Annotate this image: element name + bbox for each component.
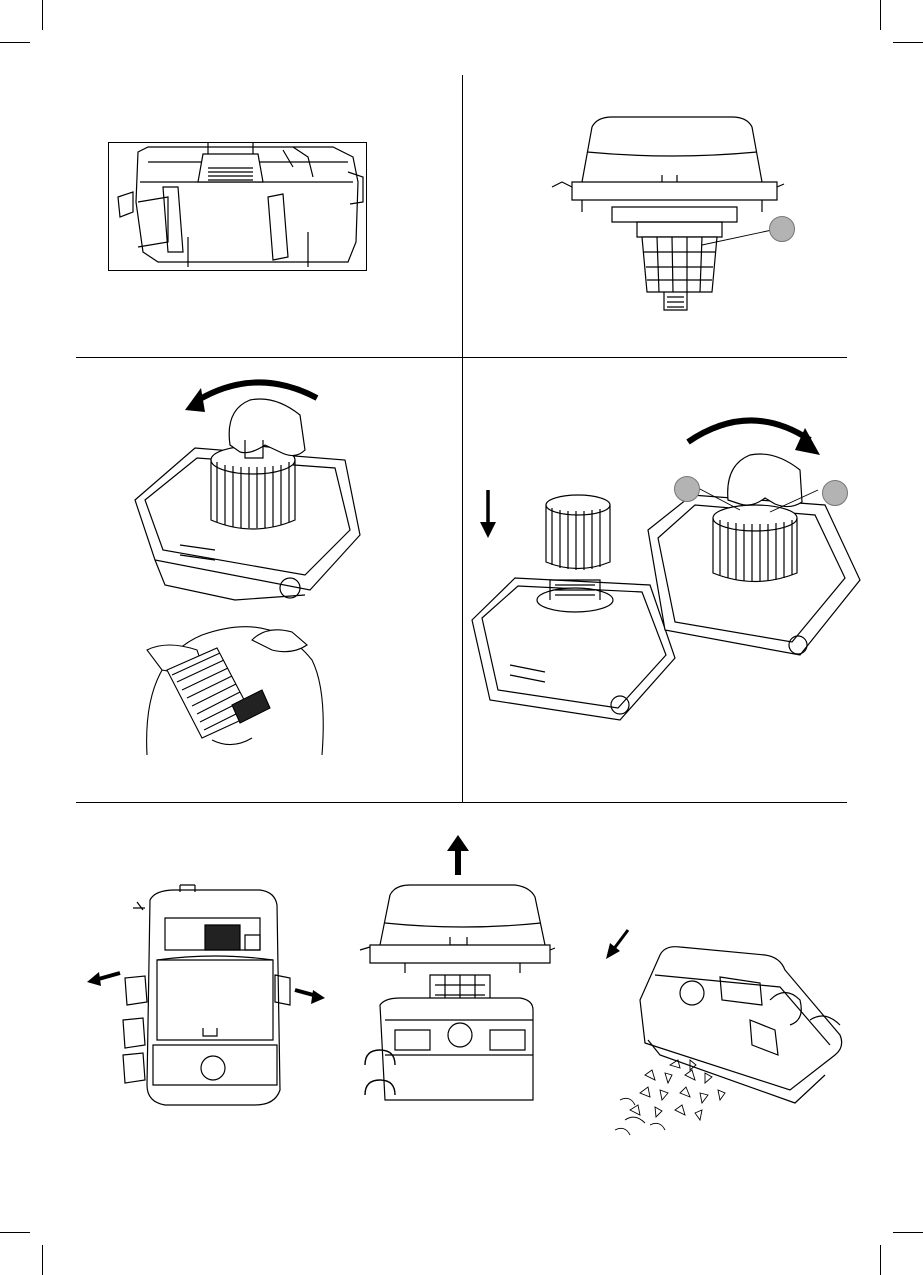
crop-mark: [880, 0, 881, 30]
panel-latch-detail: [108, 142, 368, 272]
crop-mark: [0, 42, 30, 43]
crop-mark: [0, 1232, 30, 1233]
panel-remove-cartridge: [135, 370, 375, 610]
crop-mark: [893, 1232, 923, 1233]
filter-cage: [642, 237, 717, 292]
panel-open-latches: [85, 880, 330, 1110]
horizontal-divider-bottom: [76, 802, 847, 803]
panel-lift-head: [355, 835, 555, 1110]
straight-arrow: [613, 930, 628, 950]
callout-circle: [769, 216, 795, 242]
callout-circle: [674, 476, 700, 502]
callout-circle: [822, 480, 848, 506]
crop-mark: [880, 1245, 881, 1275]
vertical-divider: [462, 75, 463, 802]
crop-mark: [42, 0, 43, 30]
curved-rotation-arrow: [688, 420, 810, 442]
loose-cartridge: [546, 495, 610, 570]
panel-empty-tank: [600, 925, 855, 1140]
panel-clean-filter: [142, 620, 327, 760]
crop-mark: [893, 42, 923, 43]
panel-install-cartridge: [470, 410, 870, 735]
hand: [728, 454, 802, 507]
panel-head-with-filter: [552, 112, 802, 317]
debris: [615, 1060, 725, 1135]
crop-mark: [42, 1245, 43, 1275]
horizontal-divider-top: [76, 357, 847, 358]
